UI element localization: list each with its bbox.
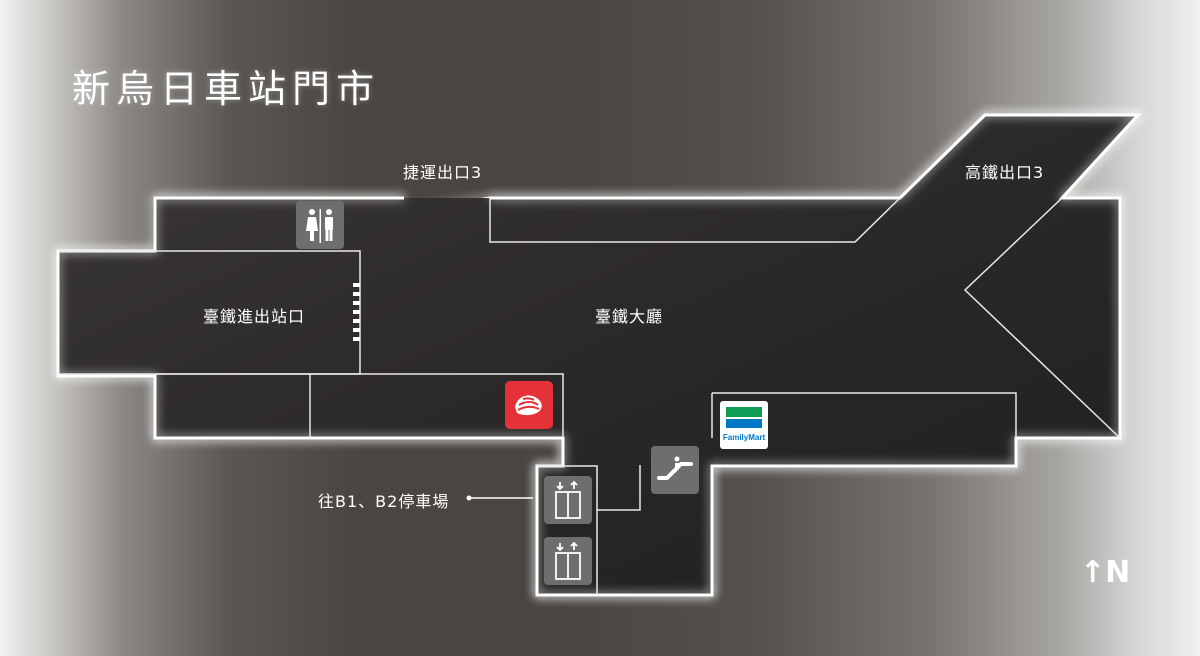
parking-pointer xyxy=(466,495,533,501)
label-tra-gate: 臺鐵進出站口 xyxy=(203,307,306,326)
label-mrt-exit: 捷運出口3 xyxy=(403,163,483,182)
elevator-icon xyxy=(544,476,592,524)
north-indicator: ↑N xyxy=(1080,555,1131,590)
escalator-icon xyxy=(651,446,699,494)
familymart-logo-text: FamilyMart xyxy=(723,433,766,442)
elevator-icon xyxy=(544,537,592,585)
page-title: 新烏日車站門市 xyxy=(72,67,381,111)
floor-outline-edge xyxy=(56,113,1142,597)
interior-walls xyxy=(58,197,1121,595)
familymart-icon: FamilyMart xyxy=(720,401,768,449)
restroom-icon xyxy=(296,201,344,249)
label-tra-hall: 臺鐵大廳 xyxy=(595,307,664,326)
ticket-gates xyxy=(353,283,360,341)
label-hsr-exit: 高鐵出口3 xyxy=(965,163,1045,182)
floor-fill xyxy=(58,115,1138,595)
label-parking: 往B1、B2停車場 xyxy=(318,492,450,511)
food-court-icon xyxy=(505,381,553,429)
